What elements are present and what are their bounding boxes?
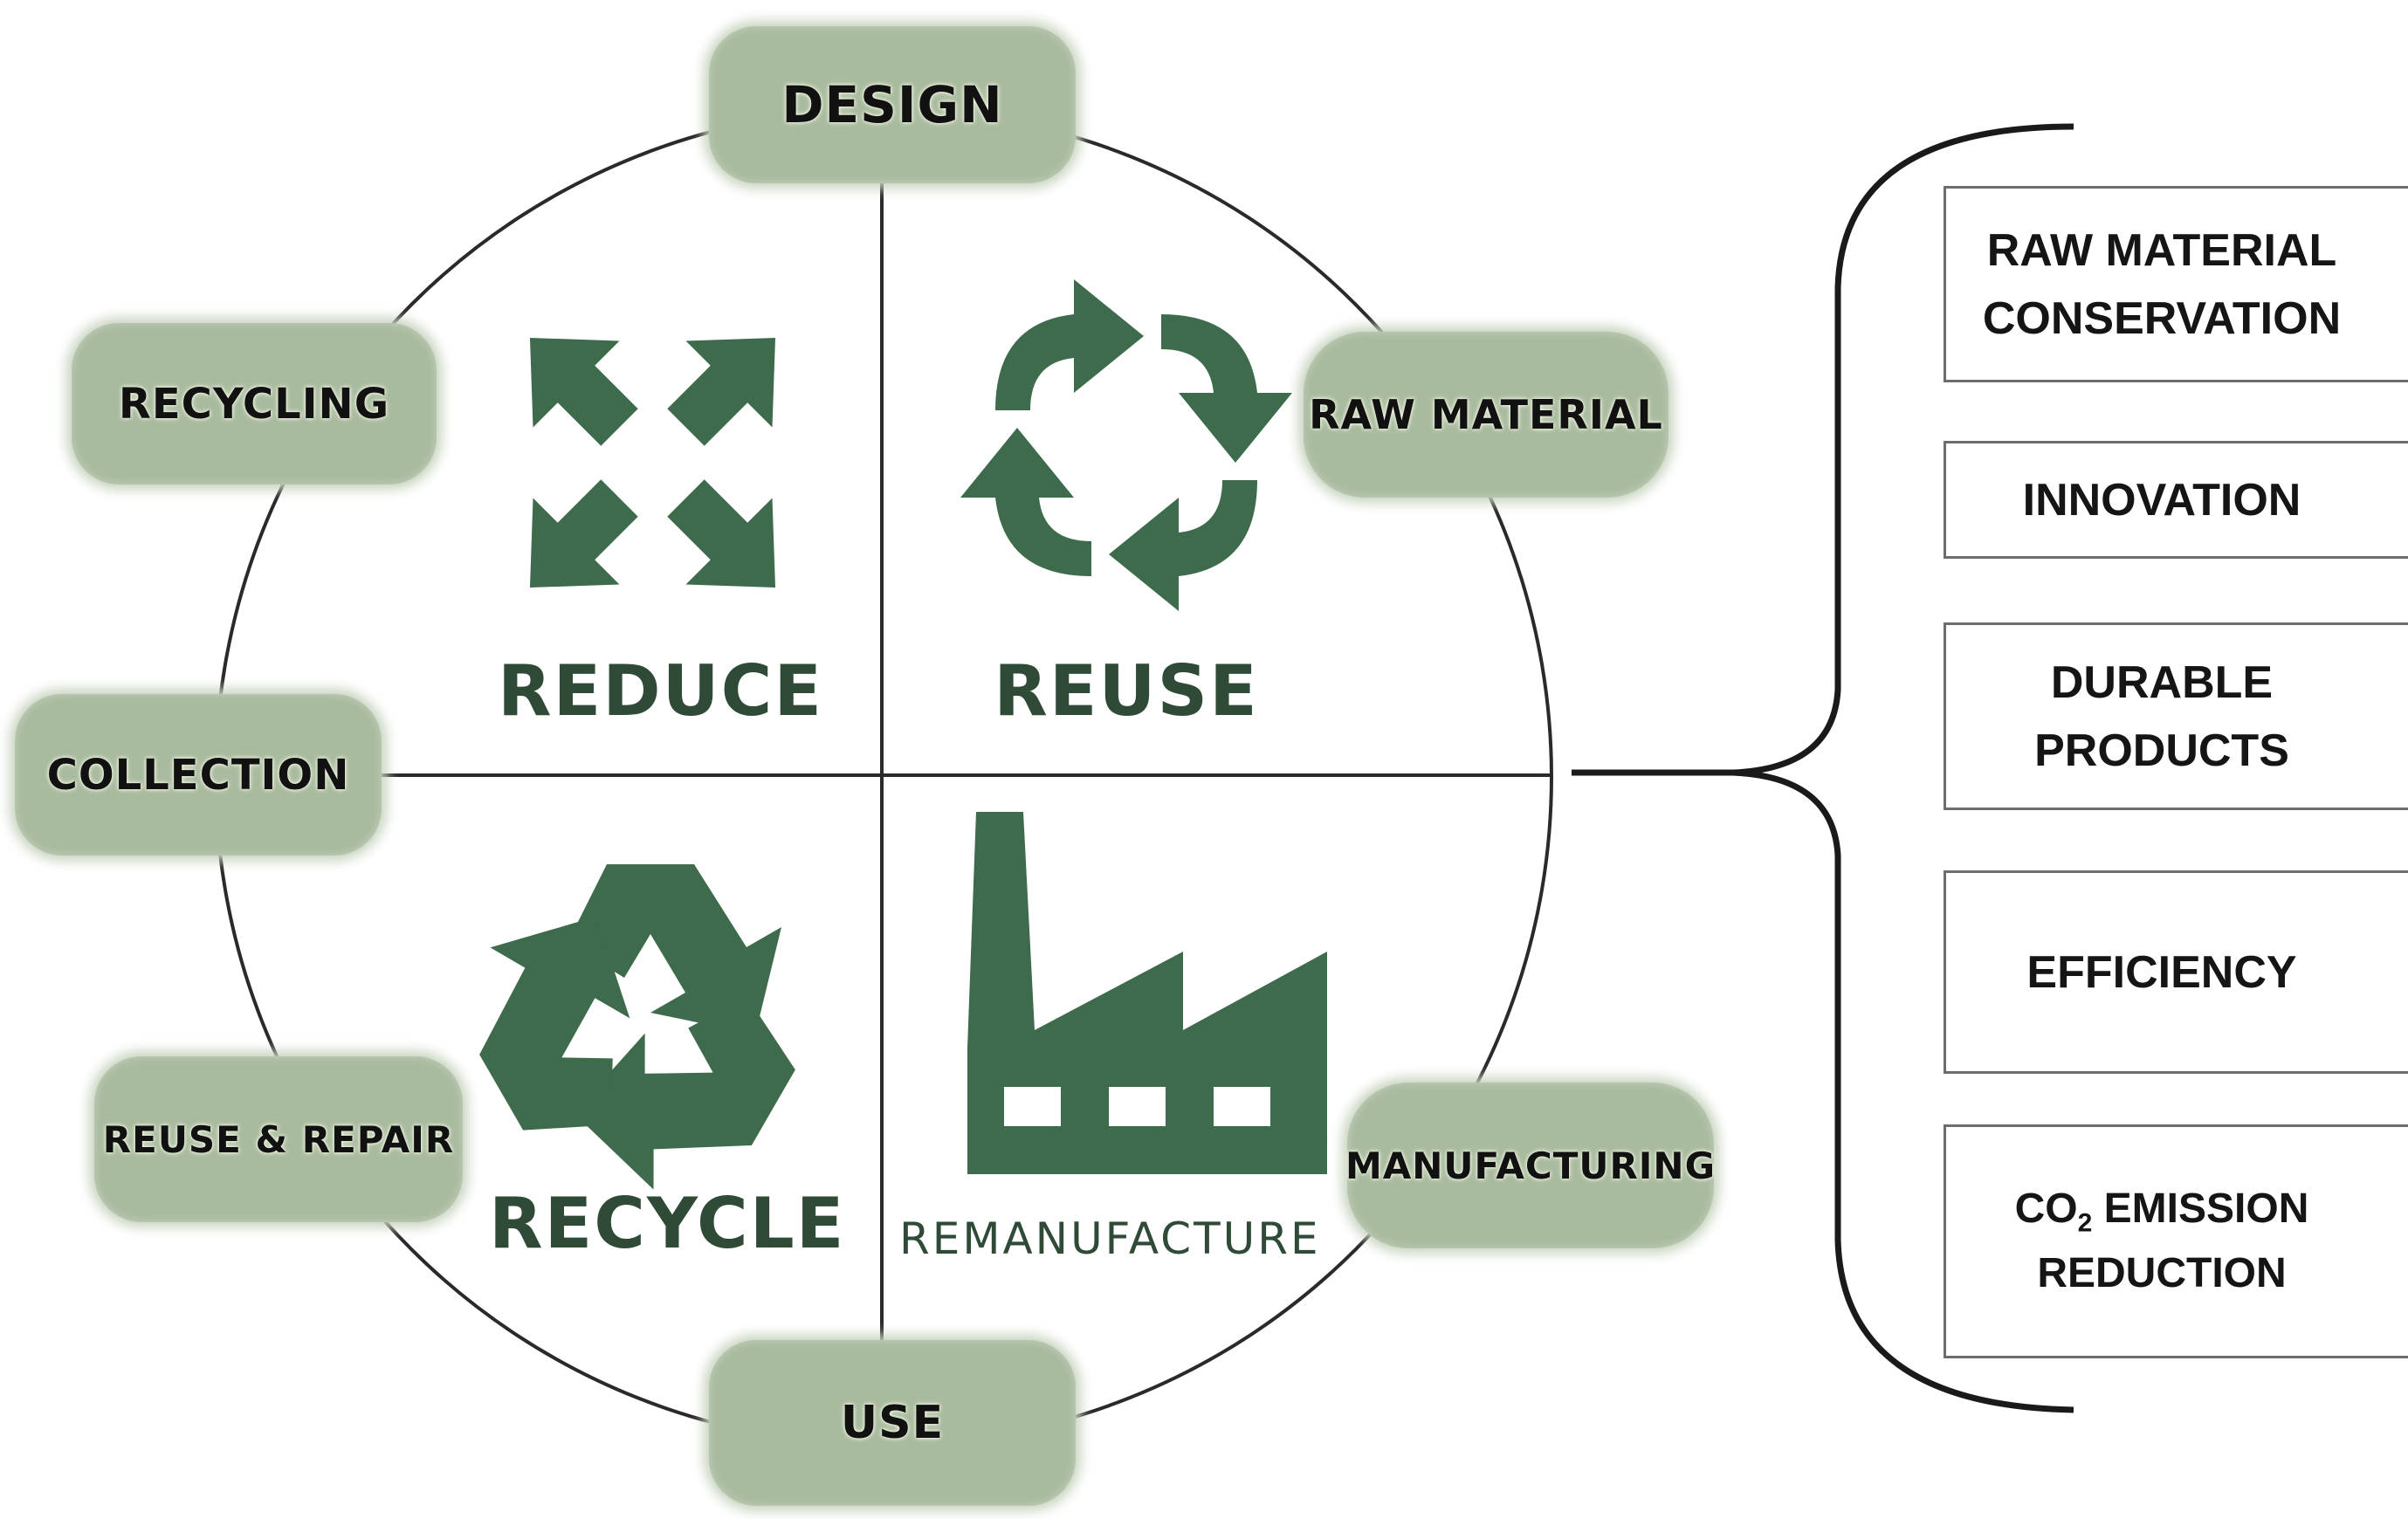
quadrant-label-reuse: REUSE <box>994 650 1259 732</box>
right-brace <box>1572 123 2074 1413</box>
co2-suffix: EMISSION REDUCTION <box>2037 1185 2309 1297</box>
benefit-label: EFFICIENCY <box>2026 946 2297 998</box>
reduce-icon <box>529 337 776 588</box>
co2-prefix: CO <box>2014 1185 2078 1232</box>
benefit-label: RAW MATERIAL CONSERVATION <box>1982 224 2342 344</box>
stage-reuse-repair: REUSE & REPAIR <box>94 1056 463 1222</box>
reuse-icon <box>960 279 1292 611</box>
quadrant-label-remanufacture: REMANUFACTURE <box>899 1213 1321 1264</box>
factory-icon <box>967 812 1327 1174</box>
stage-collection: COLLECTION <box>15 694 382 856</box>
stage-raw-material: RAW MATERIAL <box>1304 332 1668 498</box>
benefit-raw-material-conservation: RAW MATERIAL CONSERVATION <box>1944 186 2408 382</box>
quadrant-label-recycle: RECYCLE <box>489 1183 846 1264</box>
benefit-label: CO2 EMISSION REDUCTION <box>2015 1178 2309 1306</box>
benefit-innovation: INNOVATION <box>1944 441 2408 559</box>
benefit-efficiency: EFFICIENCY <box>1944 870 2408 1074</box>
benefit-co2-emission-reduction: CO2 EMISSION REDUCTION <box>1944 1124 2408 1358</box>
benefit-label: INNOVATION <box>2022 474 2301 526</box>
co2-subscript: 2 <box>2077 1208 2093 1238</box>
quadrant-label-reduce: REDUCE <box>498 650 823 732</box>
stage-recycling: RECYCLING <box>72 323 437 485</box>
recycle-icon <box>479 864 795 1190</box>
benefit-label: DURABLE PRODUCTS <box>2034 656 2289 776</box>
stage-design: DESIGN <box>709 26 1076 183</box>
stage-use: USE <box>709 1340 1076 1506</box>
benefit-durable-products: DURABLE PRODUCTS <box>1944 622 2408 810</box>
stage-manufacturing: MANUFACTURING <box>1345 1083 1715 1248</box>
